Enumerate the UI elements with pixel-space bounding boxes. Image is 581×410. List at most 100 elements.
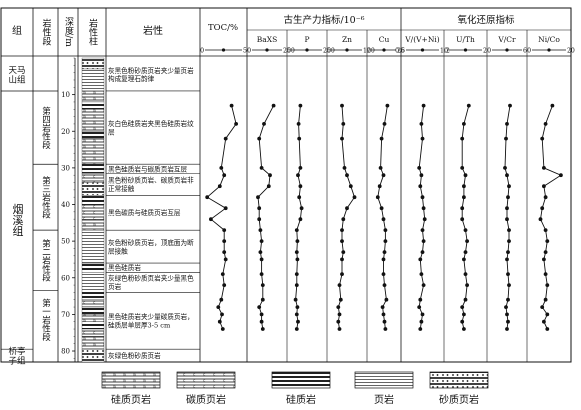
data-point bbox=[507, 184, 511, 189]
data-point bbox=[294, 272, 299, 276]
data-point bbox=[542, 257, 546, 262]
data-point bbox=[383, 327, 388, 331]
data-point bbox=[294, 250, 299, 255]
data-point bbox=[419, 272, 424, 276]
data-point bbox=[340, 272, 344, 276]
data-point bbox=[340, 103, 344, 108]
scale-marker bbox=[305, 48, 309, 52]
header-row: 组 岩性段 深度/m 岩性柱 岩性 TOC/% 古生产力指标/10⁻⁶ 氧化还原… bbox=[12, 14, 515, 47]
data-point bbox=[538, 217, 543, 222]
data-point bbox=[417, 305, 422, 309]
lithology-descriptions: 灰黑色粉砂质页岩夹少量页岩构成复理石韵律灰白色硅质岩夹黑色硅质岩纹层黑色硅质岩与… bbox=[106, 66, 200, 360]
legend-swatch-sandy-shale bbox=[429, 371, 489, 389]
lithology-band-shale bbox=[81, 68, 105, 92]
data-point bbox=[540, 206, 545, 211]
data-point bbox=[258, 228, 263, 233]
data-point bbox=[462, 122, 466, 126]
scale-min-label: 0 bbox=[487, 47, 491, 54]
data-point bbox=[383, 239, 388, 244]
frame bbox=[0, 7, 572, 363]
data-point bbox=[505, 122, 509, 126]
data-point bbox=[341, 122, 346, 126]
data-point bbox=[382, 283, 387, 287]
scale-min-label: 0 bbox=[287, 47, 291, 54]
header-column: 岩性柱 bbox=[87, 17, 98, 45]
panel-title: Cu bbox=[379, 35, 390, 44]
data-point bbox=[545, 312, 550, 317]
formation-label: 第一岩性段 bbox=[41, 298, 51, 342]
data-point bbox=[381, 257, 386, 262]
lithology-band-chert bbox=[81, 292, 105, 300]
lithology-band-chert bbox=[81, 321, 105, 330]
data-point bbox=[421, 283, 426, 287]
depth-tick-label: 70 bbox=[61, 311, 70, 319]
data-point bbox=[259, 312, 264, 317]
legend-label: 砂质页岩 bbox=[439, 393, 479, 406]
data-point bbox=[460, 319, 465, 324]
lithology-description: 灰黑色粉砂质页岩夹少量页岩构成复理石韵律 bbox=[108, 66, 194, 83]
data-point bbox=[296, 122, 301, 126]
lithology-band-chert bbox=[81, 262, 105, 273]
lithology-band-chert bbox=[81, 306, 105, 315]
data-point bbox=[379, 206, 384, 211]
lithology-band-sandy-shale bbox=[81, 349, 105, 363]
lithology-band-chert bbox=[81, 164, 105, 174]
data-point bbox=[259, 166, 264, 170]
data-point bbox=[217, 319, 222, 324]
data-point bbox=[381, 173, 386, 178]
panel-title: U/Th bbox=[456, 35, 475, 44]
depth-tick-label: 40 bbox=[61, 201, 70, 209]
data-point bbox=[462, 327, 466, 331]
scale-max-label: 2 bbox=[483, 47, 487, 54]
depth-tick-label: 30 bbox=[61, 164, 70, 172]
data-point bbox=[298, 103, 303, 108]
data-point bbox=[257, 206, 262, 211]
data-point bbox=[545, 327, 550, 331]
data-point bbox=[385, 103, 390, 108]
data-point bbox=[540, 136, 545, 141]
data-point bbox=[507, 228, 511, 233]
data-point bbox=[540, 305, 545, 309]
data-point bbox=[460, 305, 465, 309]
depth-tick-label: 50 bbox=[61, 238, 70, 246]
scale-max-label: 6 bbox=[523, 47, 527, 54]
data-point bbox=[505, 327, 509, 331]
data-point bbox=[419, 319, 424, 324]
panel-title: BaXS bbox=[257, 35, 277, 44]
header-redox: 氧化还原指标 bbox=[457, 14, 515, 26]
data-point bbox=[506, 195, 510, 200]
data-point bbox=[338, 297, 343, 302]
data-point bbox=[460, 217, 465, 222]
data-point bbox=[383, 228, 388, 233]
scale-marker bbox=[345, 48, 349, 52]
data-point bbox=[542, 166, 546, 170]
data-point bbox=[222, 239, 227, 244]
data-point bbox=[417, 166, 422, 170]
data-point bbox=[542, 319, 546, 324]
data-point bbox=[543, 250, 548, 255]
data-point bbox=[463, 250, 468, 255]
data-point bbox=[382, 250, 387, 255]
lithology-description: 灰色粉砂质页岩，顶底面为断层接触 bbox=[108, 238, 194, 255]
scale-min-label: 0 bbox=[327, 47, 331, 54]
series-line-toc- bbox=[206, 105, 237, 330]
data-point bbox=[420, 195, 425, 200]
data-point bbox=[257, 305, 262, 309]
data-point bbox=[295, 257, 300, 262]
depth-tick-label: 60 bbox=[61, 274, 70, 282]
data-point bbox=[507, 239, 511, 244]
data-point bbox=[260, 327, 265, 331]
legend-label: 碳质页岩 bbox=[186, 393, 226, 406]
data-point bbox=[420, 312, 425, 317]
formation-label: 第二岩性段 bbox=[41, 239, 51, 283]
data-point bbox=[462, 184, 466, 189]
data-point bbox=[336, 305, 341, 309]
data-point bbox=[384, 297, 389, 302]
data-point bbox=[463, 297, 468, 302]
group-label: 天马山组 bbox=[8, 65, 26, 85]
data-point bbox=[381, 312, 386, 317]
scale-max-label: 5 bbox=[243, 47, 247, 54]
data-point bbox=[296, 173, 300, 178]
